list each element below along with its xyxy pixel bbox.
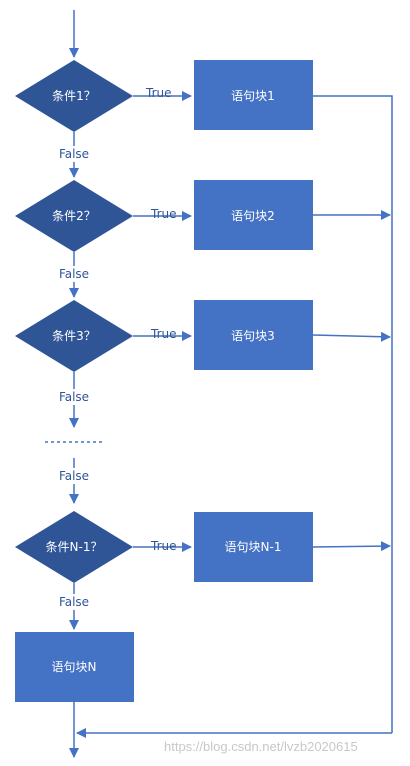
block-3 [194, 300, 313, 370]
block-3-label: 语句块3 [231, 329, 275, 343]
false-label-continued: False [59, 469, 89, 483]
merge-line-1 [313, 95, 393, 733]
condition-3-label: 条件3？ [52, 329, 96, 343]
condition-1-diamond [15, 60, 133, 132]
merge-arrow-3 [312, 331, 391, 342]
block-2 [194, 180, 313, 250]
block-n1 [194, 512, 313, 582]
condition-2-label: 条件2？ [52, 209, 96, 223]
condition-2-diamond [15, 180, 133, 252]
block-2-label: 语句块2 [231, 209, 275, 223]
false-label-1: False [59, 147, 89, 161]
false-label-3: False [59, 390, 89, 404]
true-label-3: True [150, 327, 177, 341]
block-n [15, 632, 134, 702]
condition-3-diamond [15, 300, 133, 372]
true-label-1: True [145, 86, 172, 100]
true-label-n1: True [150, 539, 177, 553]
false-label-n1: False [59, 595, 89, 609]
watermark-text: https://blog.csdn.net/lvzb2020615 [164, 739, 358, 754]
true-label-2: True [150, 207, 177, 221]
condition-n1-label: 条件N-1？ [46, 540, 103, 554]
merge-arrow-n1 [312, 541, 391, 552]
condition-1-label: 条件1？ [52, 89, 96, 103]
condition-n1-diamond [15, 511, 133, 583]
block-n1-label: 语句块N-1 [225, 540, 282, 554]
block-1 [194, 60, 313, 130]
false-label-2: False [59, 267, 89, 281]
block-n-label: 语句块N [52, 660, 97, 674]
block-1-label: 语句块1 [231, 89, 275, 103]
